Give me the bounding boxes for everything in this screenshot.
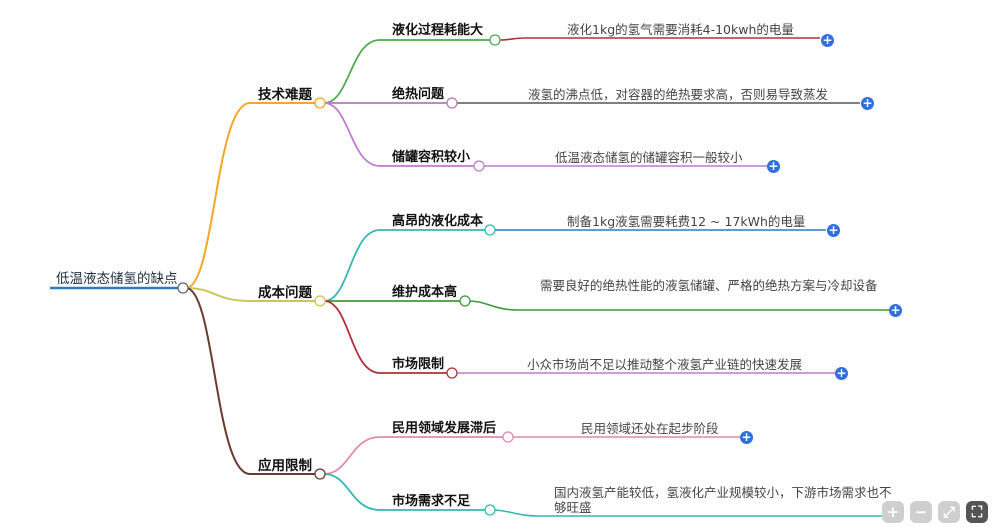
desc-text-7[interactable]: 民用领域还处在起步阶段 (581, 421, 719, 436)
fit-view-button[interactable]: ⤢ (938, 501, 960, 523)
desc-text-1[interactable]: 液化1kg的氢气需要消耗4-10kwh的电量 (567, 22, 794, 37)
leaf-label-8[interactable]: 市场需求不足 (392, 494, 471, 509)
desc-text-5[interactable]: 需要良好的绝热性能的液氢储罐、严格的绝热方案与冷却设备 (540, 278, 878, 293)
expand-button-3[interactable]: + (767, 159, 780, 173)
leaf-dot-4[interactable] (484, 224, 496, 236)
branch-app-label[interactable]: 应用限制 (258, 458, 312, 474)
desc-text-8[interactable]: 国内液氢产能较低，氢液化产业规模较小，下游市场需求也不够旺盛 (554, 485, 892, 515)
connector-root-tech (185, 102, 318, 289)
branch-cost-label[interactable]: 成本问题 (258, 285, 312, 301)
expand-button-4[interactable]: + (827, 223, 840, 237)
desc-text-3[interactable]: 低温液态储氢的储罐容积一般较小 (555, 150, 743, 165)
branch-tech-label[interactable]: 技术难题 (258, 87, 312, 103)
expand-button-6[interactable]: + (835, 366, 848, 380)
zoom-toolbar: + − ⤢ ⛶ (882, 501, 988, 523)
leaf-dot-6[interactable] (446, 367, 458, 379)
branch-dot-app[interactable] (314, 468, 326, 480)
desc-text-6[interactable]: 小众市场尚不足以推动整个液氢产业链的快速发展 (527, 357, 803, 372)
root-topic[interactable]: 低温液态储氢的缺点 (56, 271, 178, 287)
leaf-dot-5[interactable] (459, 295, 471, 307)
leaf-dot-3[interactable] (473, 160, 485, 172)
fullscreen-button[interactable]: ⛶ (966, 501, 988, 523)
leaf-dot-2[interactable] (446, 97, 458, 109)
zoom-in-button[interactable]: + (882, 501, 904, 523)
connector-app-2 (323, 473, 486, 511)
leaf-label-6[interactable]: 市场限制 (392, 357, 445, 372)
connector-desc-8 (491, 509, 900, 517)
connector-tech-3 (323, 102, 475, 167)
connector-root-app (185, 287, 318, 475)
expand-button-1[interactable]: + (821, 33, 834, 47)
connector-app-1 (323, 436, 504, 475)
connector-root-cost (185, 287, 318, 302)
root-node-dot[interactable] (177, 282, 189, 294)
connector-cost-1 (323, 229, 486, 302)
leaf-label-2[interactable]: 绝热问题 (392, 87, 445, 102)
branch-dot-cost[interactable] (314, 295, 326, 307)
leaf-dot-1[interactable] (489, 34, 501, 46)
branch-dot-tech[interactable] (314, 97, 326, 109)
leaf-label-3[interactable]: 储罐容积较小 (392, 150, 471, 165)
zoom-out-button[interactable]: − (910, 501, 932, 523)
leaf-label-7[interactable]: 民用领域发展滞后 (392, 421, 497, 436)
connector-tech-1 (323, 39, 493, 104)
leaf-label-1[interactable]: 液化过程耗能大 (392, 23, 484, 38)
expand-button-5[interactable]: + (889, 303, 902, 317)
connector-desc-1 (498, 37, 820, 41)
desc-text-2[interactable]: 液氢的沸点低，对容器的绝热要求高，否则易导致蒸发 (528, 87, 829, 102)
leaf-label-4[interactable]: 高昂的液化成本 (392, 214, 484, 229)
desc-text-4[interactable]: 制备1kg液氢需要耗费12 ~ 17kWh的电量 (567, 214, 806, 229)
leaf-label-5[interactable]: 维护成本高 (392, 285, 458, 300)
expand-button-2[interactable]: + (861, 96, 874, 110)
leaf-dot-7[interactable] (502, 431, 514, 443)
connector-cost-3 (323, 300, 448, 374)
connector-desc-5 (466, 300, 890, 311)
leaf-dot-8[interactable] (484, 504, 496, 516)
expand-button-7[interactable]: + (740, 430, 753, 444)
